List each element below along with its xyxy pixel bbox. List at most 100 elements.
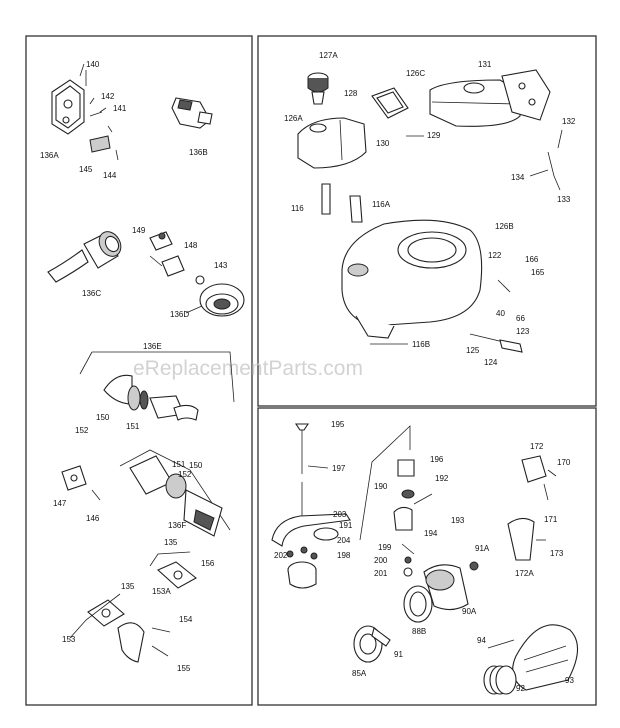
label-90A: 90A [462,607,477,616]
part-196-bowl [359,425,415,541]
label-136E: 136E [143,342,162,351]
part-123-125-linkage [370,279,523,353]
label-134: 134 [511,173,525,182]
label-151: 151 [126,422,140,431]
label-150b: 150 [189,461,203,470]
part-133-134-link [529,129,563,191]
part-194-valve [393,493,433,577]
group-136E [79,351,235,421]
label-194: 194 [424,529,438,538]
label-144: 144 [103,171,117,180]
label-170: 170 [557,458,571,467]
label-135: 135 [164,538,178,547]
right-top-panel-frame [257,35,597,407]
label-130: 130 [376,139,390,148]
part-90A-filter [403,561,479,623]
label-136D: 136D [170,310,189,319]
label-133: 133 [557,195,571,204]
label-143: 143 [214,261,228,270]
label-92: 92 [516,684,525,693]
label-132: 132 [562,117,576,126]
label-131: 131 [478,60,492,69]
label-148: 148 [184,241,198,250]
label-122: 122 [488,251,502,260]
label-40: 40 [496,309,505,318]
label-146: 146 [86,514,100,523]
label-192: 192 [435,474,449,483]
label-153: 153 [62,635,76,644]
label-156: 156 [201,559,215,568]
label-155: 155 [177,664,191,673]
part-191-carb [271,513,351,589]
part-85A-cover [353,625,391,663]
label-150: 150 [96,413,110,422]
label-126A: 126A [284,114,303,123]
label-91A: 91A [475,544,490,553]
label-196: 196 [430,455,444,464]
part-126A-tank [297,117,367,169]
group-136F [61,449,231,537]
label-116: 116 [291,204,304,213]
label-136B: 136B [189,148,208,157]
part-153A [149,551,197,589]
label-199: 199 [378,543,392,552]
label-93: 93 [565,676,574,685]
label-191: 191 [339,521,353,530]
part-172-elbow [507,455,557,561]
label-153A: 153A [152,587,171,596]
label-125: 125 [466,346,480,355]
label-141: 141 [113,104,127,113]
label-126C: 126C [406,69,425,78]
label-190: 190 [374,482,388,491]
part-127A-cap [307,72,329,105]
label-128: 128 [344,89,358,98]
watermark: eReplacementParts.com [133,357,363,380]
label-136F: 136F [168,521,186,530]
label-lines-136A [79,63,107,113]
label-136A: 136A [40,151,59,160]
part-136B [171,97,213,129]
label-200: 200 [374,556,388,565]
label-85A: 85A [352,669,367,678]
label-172A: 172A [515,569,534,578]
part-136C-elbow [47,231,122,283]
part-126C-tank [429,79,521,127]
label-195: 195 [331,420,345,429]
label-202: 202 [274,551,288,560]
part-126B-shroud [341,219,483,339]
label-135b: 135 [121,582,135,591]
label-166: 166 [525,255,539,264]
label-172: 172 [530,442,544,451]
label-204: 204 [337,536,351,545]
right-bottom-panel-frame [257,407,597,706]
label-126B: 126B [495,222,514,231]
label-173: 173 [550,549,564,558]
label-66: 66 [516,314,525,323]
label-152: 152 [75,426,89,435]
label-116A: 116A [372,200,391,209]
leader-197 [307,465,329,469]
part-197-rod [294,423,310,526]
part-136A-muffler [51,70,119,161]
part-153-manifold [69,593,171,663]
part-148-nipple [149,231,205,285]
label-127A: 127A [319,51,338,60]
label-193: 193 [451,516,465,525]
part-92-spring [483,665,517,695]
part-131-bracket [501,69,551,121]
label-201: 201 [374,569,388,578]
label-197: 197 [332,464,346,473]
part-136D-silencer [199,283,245,317]
label-203: 203 [333,510,347,519]
label-151b: 151 [172,460,186,469]
label-129: 129 [427,131,441,140]
label-147: 147 [53,499,67,508]
label-124: 124 [484,358,498,367]
leader-136D [185,305,203,314]
label-165: 165 [531,268,545,277]
label-198: 198 [337,551,351,560]
label-88B: 88B [412,627,426,636]
label-171: 171 [544,515,558,524]
label-154: 154 [179,615,193,624]
